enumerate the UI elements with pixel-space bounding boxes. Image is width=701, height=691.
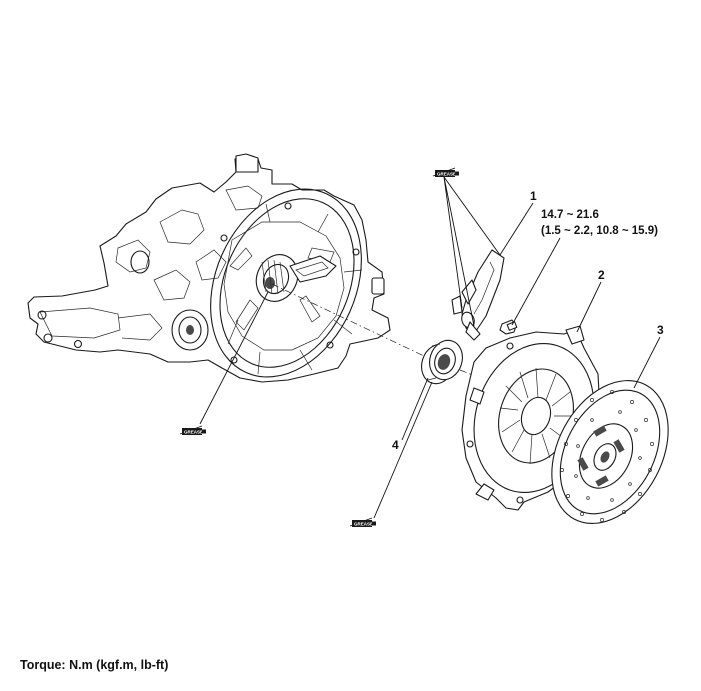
torque-units-note: Torque: N.m (kgf.m, lb-ft) [20,658,168,672]
callout-1-leader [499,202,534,256]
callout-torque-leader [511,237,561,326]
callout-3-leader [633,336,661,389]
transaxle-housing [27,153,391,383]
clutch-cover-bolt [499,319,518,335]
grease-tag-label: GREASE [184,430,203,435]
grease-tag-label: GREASE [354,522,373,527]
callout-4: 4 [392,438,399,452]
callout-4-leader [401,377,429,441]
callout-1: 1 [530,189,537,203]
fork-grease-leader [443,176,501,327]
callout-2-leader [576,281,602,333]
torque-spec-line1: 14.7 ~ 21.6 [541,209,599,221]
release-bearing [421,339,463,385]
grease-tube-icon: GREASE [179,425,206,435]
grease-tube-icon: GREASE [349,517,376,527]
callout-3: 3 [657,323,664,337]
bearing-grease-leader [373,381,433,519]
shaft-grease-leader [199,291,269,425]
clutch-disc [551,380,669,524]
release-fork [451,249,505,341]
torque-spec-line2: (1.5 ~ 2.2, 10.8 ~ 15.9) [541,225,658,237]
grease-tube-icon: GREASE [432,167,459,177]
grease-tag-label: GREASE [437,172,456,177]
callout-2: 2 [598,268,605,282]
